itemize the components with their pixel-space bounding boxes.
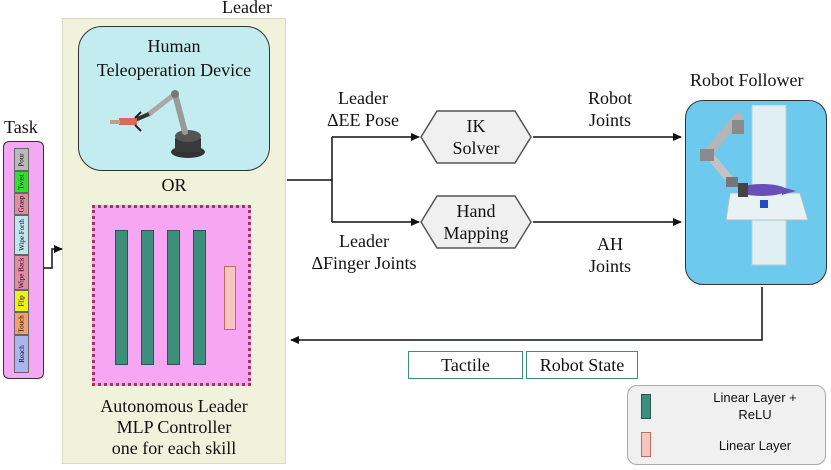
leader-ee-line2: ΔEE Pose [326,110,400,130]
task-skill-wipe-back: Wipe Back [14,255,29,290]
ik-line2: Solver [452,138,500,158]
task-skill-flip: Flip [14,290,29,312]
ik-line1: IK [466,116,486,136]
human-label-line2: Teleoperation Device [96,60,252,80]
task-skill-twist: Twist [14,171,29,193]
ah-joints-line2: Joints [588,256,631,276]
legend-relu-line1: Linear Layer + [713,390,797,405]
human-label-line1: Human [147,36,201,56]
or-label: OR [161,175,187,195]
legend-relu-label: Linear Layer + ReLU [690,389,820,423]
robot-joints-line1: Robot [587,88,632,108]
legend-relu-line2: ReLU [738,407,772,422]
legend-linear-label: Linear Layer [718,438,792,453]
legend [627,385,826,465]
task-skill-grasp: Grasp [14,193,29,215]
hand-mapping-line2: Mapping [443,223,509,243]
robot-follower-illustration [700,105,809,266]
robot-state-box: Robot State [526,351,638,379]
relu-layer-bar [141,230,154,365]
robot-follower-title: Robot Follower [690,70,804,90]
linear-layer-bar [224,266,236,330]
leader-finger-line2: ΔFinger Joints [311,253,417,273]
ah-joints-line1: AH [597,234,623,254]
leader-finger-line1: Leader [339,231,389,251]
human-teleoperation-box [78,26,270,171]
task-skill-pour: Pour [14,148,29,171]
task-title: Task [4,117,38,137]
legend-relu-swatch [641,394,651,419]
robot-joints-label: Robot Joints [570,87,650,131]
autonomous-line1: Autonomous Leader [100,396,248,416]
task-skill-reach: Reach [14,335,29,373]
hand-mapping-node: Hand Mapping [421,200,531,244]
autonomous-line3: one for each skill [111,438,237,458]
teleoperation-device-icon [110,90,205,158]
legend-linear-swatch [641,432,651,457]
ah-joints-label: AH Joints [570,233,650,277]
leader-ee-pose-label: Leader ΔEE Pose [303,87,423,131]
ik-solver-node: IK Solver [421,115,531,159]
relu-layer-bar [193,230,206,365]
relu-layer-bar [115,230,128,365]
autonomous-leader-label: Autonomous Leader MLP Controller one for… [62,396,286,459]
task-skill-touch: Touch [14,312,29,335]
human-teleoperation-label: Human Teleoperation Device [78,34,270,82]
leader-ee-line1: Leader [338,88,388,108]
leader-title: Leader [222,0,272,17]
task-skill-wipe-forth: Wipe Forth [14,215,29,255]
tactile-box: Tactile [408,351,523,379]
autonomous-line2: MLP Controller [116,417,232,437]
hand-mapping-line1: Hand [456,201,496,221]
relu-layer-bar [167,230,180,365]
robot-joints-line2: Joints [588,110,631,130]
leader-finger-joints-label: Leader ΔFinger Joints [296,230,432,274]
